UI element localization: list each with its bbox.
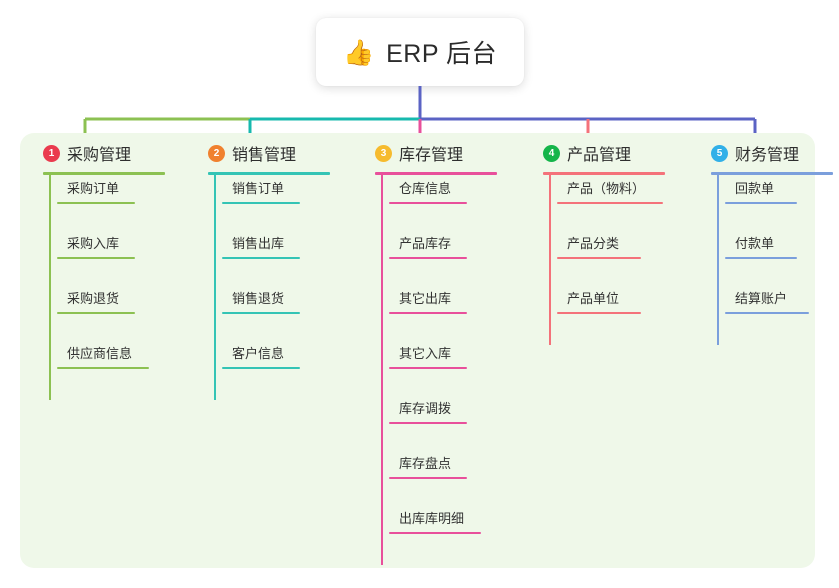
sub-item[interactable]: 产品分类 (557, 233, 641, 259)
sub-item-label: 仓库信息 (399, 181, 452, 196)
sub-item-rule (389, 532, 481, 534)
sub-item-label: 库存调拨 (399, 401, 452, 416)
sub-item-label: 采购入库 (67, 236, 120, 251)
sub-item-rule (557, 312, 641, 314)
sub-item-rule (57, 367, 149, 369)
sub-item-rule (222, 202, 300, 204)
sub-item-rule (557, 202, 663, 204)
sub-item[interactable]: 产品（物料） (557, 178, 663, 204)
sub-item-label: 产品库存 (399, 236, 452, 251)
sub-item-rule (389, 257, 467, 259)
column-title-2: 销售管理 (232, 147, 297, 164)
column-2: 2 销售管理销售订单销售出库销售退货客户信息 (190, 140, 330, 400)
column-header-rule-5 (711, 172, 833, 175)
sub-item-rule (725, 312, 809, 314)
sub-item[interactable]: 回款单 (725, 178, 797, 204)
column-header-rule-3 (375, 172, 497, 175)
root-node-card[interactable]: 👍 ERP 后台 (316, 18, 524, 86)
sub-item-rule (57, 312, 135, 314)
column-spine-5 (717, 173, 719, 345)
sub-item-rule (57, 202, 135, 204)
column-spine-4 (549, 173, 551, 345)
sub-item[interactable]: 采购入库 (57, 233, 135, 259)
sub-item-rule (725, 202, 797, 204)
sub-item-rule (389, 312, 467, 314)
column-badge-2: 2 (208, 144, 225, 162)
sub-item[interactable]: 付款单 (725, 233, 797, 259)
column-1: 1 采购管理采购订单采购入库采购退货供应商信息 (25, 140, 165, 400)
sub-item-label: 采购退货 (67, 291, 120, 306)
sub-item-label: 产品单位 (567, 291, 620, 306)
sub-item[interactable]: 其它出库 (389, 288, 467, 314)
sub-item-label: 产品（物料） (567, 181, 646, 196)
sub-item[interactable]: 销售退货 (222, 288, 300, 314)
sub-item-label: 产品分类 (567, 236, 620, 251)
column-badge-3: 3 (375, 144, 392, 162)
column-3: 3 库存管理仓库信息产品库存其它出库其它入库库存调拨库存盘点出库库明细 (357, 140, 497, 565)
column-5: 5 财务管理回款单付款单结算账户 (693, 140, 833, 345)
column-header-1[interactable]: 1 采购管理 (25, 140, 131, 166)
sub-item-rule (389, 367, 467, 369)
sub-item-label: 出库库明细 (399, 511, 465, 526)
sub-item-label: 销售出库 (232, 236, 285, 251)
column-4: 4 产品管理产品（物料） 产品分类产品单位 (525, 140, 665, 345)
column-title-5: 财务管理 (735, 147, 800, 164)
sub-item-label: 结算账户 (735, 291, 788, 306)
column-title-1: 采购管理 (67, 147, 132, 164)
column-header-rule-4 (543, 172, 665, 175)
sub-item[interactable]: 供应商信息 (57, 343, 149, 369)
sub-item-rule (57, 257, 135, 259)
sub-item-label: 付款单 (735, 236, 775, 251)
column-title-3: 库存管理 (399, 147, 464, 164)
sub-item-rule (725, 257, 797, 259)
sub-item-rule (389, 202, 467, 204)
column-header-rule-2 (208, 172, 330, 175)
column-badge-1: 1 (43, 144, 60, 162)
sub-item[interactable]: 采购退货 (57, 288, 135, 314)
sub-item[interactable]: 出库库明细 (389, 508, 481, 534)
sub-item-label: 供应商信息 (67, 346, 133, 361)
sub-item[interactable]: 客户信息 (222, 343, 300, 369)
sub-item-rule (557, 257, 641, 259)
column-header-5[interactable]: 5 财务管理 (693, 140, 799, 166)
sub-item-label: 销售退货 (232, 291, 285, 306)
sub-item[interactable]: 结算账户 (725, 288, 809, 314)
column-header-3[interactable]: 3 库存管理 (357, 140, 463, 166)
column-spine-3 (381, 173, 383, 565)
sub-item[interactable]: 产品库存 (389, 233, 467, 259)
sub-item[interactable]: 采购订单 (57, 178, 135, 204)
sub-item-label: 库存盘点 (399, 456, 452, 471)
sub-item[interactable]: 库存盘点 (389, 453, 467, 479)
column-spine-1 (49, 173, 51, 400)
sub-item-label: 其它入库 (399, 346, 452, 361)
diagram-panel (20, 133, 815, 568)
thumbs-up-icon: 👍 (342, 37, 375, 67)
sub-item-label: 其它出库 (399, 291, 452, 306)
sub-item-rule (389, 477, 467, 479)
sub-item[interactable]: 销售订单 (222, 178, 300, 204)
sub-item[interactable]: 销售出库 (222, 233, 300, 259)
sub-item-rule (222, 257, 300, 259)
sub-item-rule (222, 367, 300, 369)
column-header-2[interactable]: 2 销售管理 (190, 140, 296, 166)
sub-item-label: 销售订单 (232, 181, 285, 196)
sub-item[interactable]: 其它入库 (389, 343, 467, 369)
column-spine-2 (214, 173, 216, 400)
column-badge-5: 5 (711, 144, 728, 162)
column-header-rule-1 (43, 172, 165, 175)
sub-item-label: 回款单 (735, 181, 775, 196)
sub-item-label: 采购订单 (67, 181, 120, 196)
column-title-4: 产品管理 (567, 147, 632, 164)
column-header-4[interactable]: 4 产品管理 (525, 140, 631, 166)
sub-item-label: 客户信息 (232, 346, 285, 361)
sub-item[interactable]: 产品单位 (557, 288, 641, 314)
sub-item-rule (389, 422, 467, 424)
column-badge-4: 4 (543, 144, 560, 162)
sub-item-rule (222, 312, 300, 314)
sub-item[interactable]: 库存调拨 (389, 398, 467, 424)
root-node-title: ERP 后台 (386, 40, 498, 68)
sub-item[interactable]: 仓库信息 (389, 178, 467, 204)
